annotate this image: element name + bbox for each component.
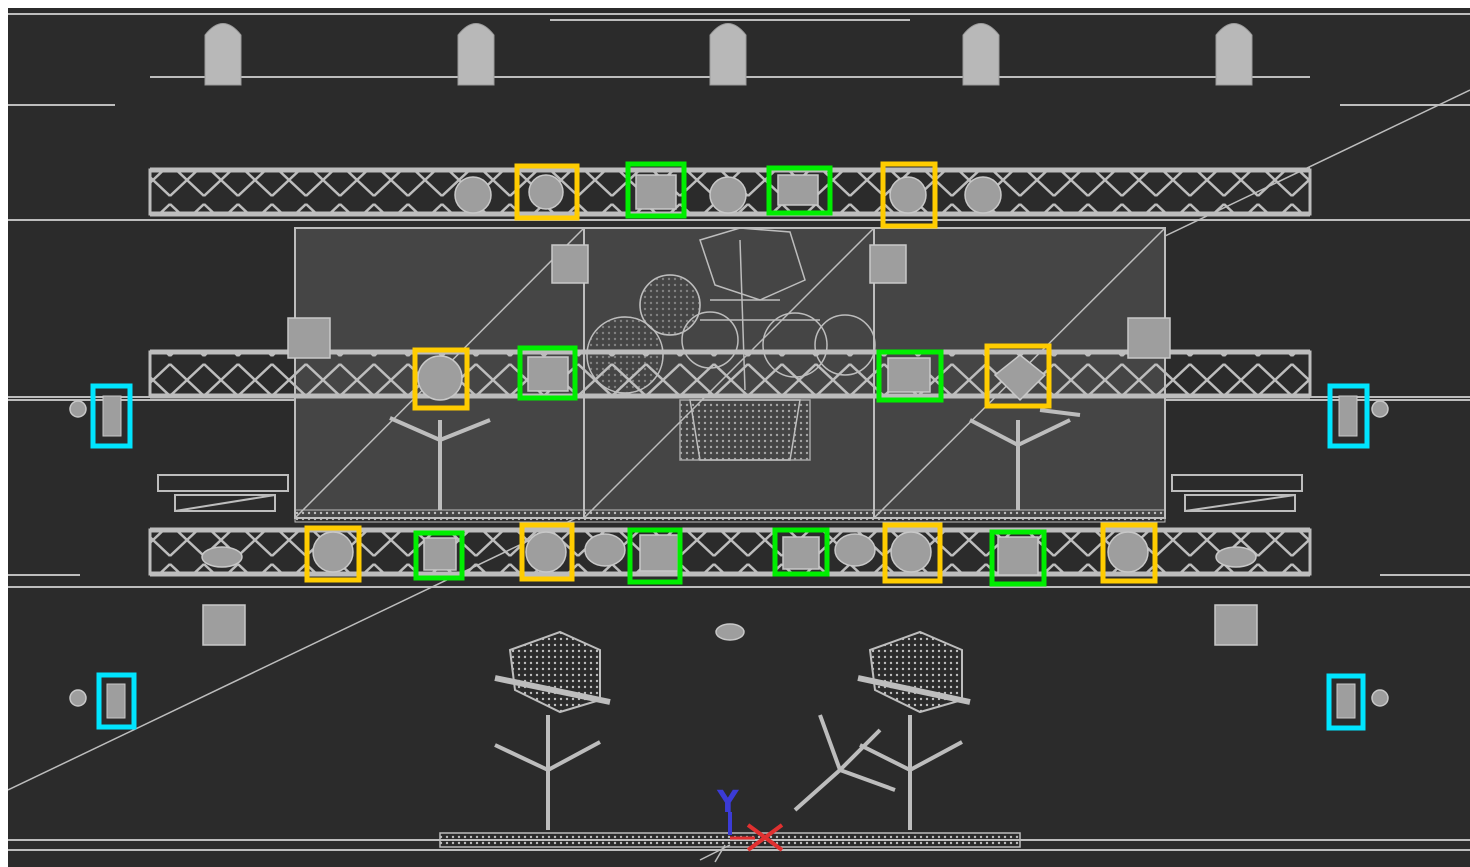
side-panels: [157, 474, 1303, 512]
side-highlight: [1327, 383, 1370, 449]
truss-middle: [148, 349, 1312, 399]
axis-gizmo: Y: [699, 785, 784, 863]
wash-highlight: [989, 529, 1047, 587]
top-lamp: [709, 23, 747, 86]
wash-highlights: [413, 161, 1047, 587]
stand-right: [969, 408, 1081, 510]
wash-highlight: [625, 161, 687, 219]
side-highlight: [1326, 673, 1366, 731]
side-highlight: [90, 383, 133, 449]
spot-highlight: [984, 343, 1052, 409]
downstage-stands: [494, 714, 963, 830]
top-lamp: [204, 23, 242, 86]
wash-highlight: [772, 527, 830, 577]
3d-viewport[interactable]: Y: [8, 8, 1470, 867]
top-lamp: [962, 23, 1000, 86]
stage-wireframe-scene: Y: [8, 13, 1470, 863]
wash-highlight: [766, 165, 833, 216]
y-axis-label: Y: [716, 785, 740, 820]
spot-highlight: [882, 522, 943, 584]
spot-highlight: [514, 163, 580, 221]
top-lamp-row: [204, 23, 1253, 86]
spot-highlight: [880, 161, 938, 229]
wash-highlight: [876, 349, 944, 403]
top-lamp: [1215, 23, 1253, 86]
fixtures: [69, 174, 1389, 707]
spot-highlight: [519, 522, 575, 582]
wash-highlight: [517, 345, 578, 401]
wash-highlight: [627, 527, 683, 585]
wash-highlight: [413, 530, 465, 581]
downstage-props: [494, 630, 971, 714]
top-lamp: [457, 23, 495, 86]
spot-highlights: [304, 161, 1158, 584]
stand-left: [389, 416, 491, 510]
spot-highlight: [1100, 522, 1158, 584]
side-highlight: [96, 672, 137, 730]
side-fixtures: [102, 395, 1358, 719]
spot-highlight: [412, 347, 470, 411]
side-highlights: [90, 383, 1370, 731]
floor-truss: [439, 832, 1021, 848]
spot-highlight: [304, 525, 362, 583]
